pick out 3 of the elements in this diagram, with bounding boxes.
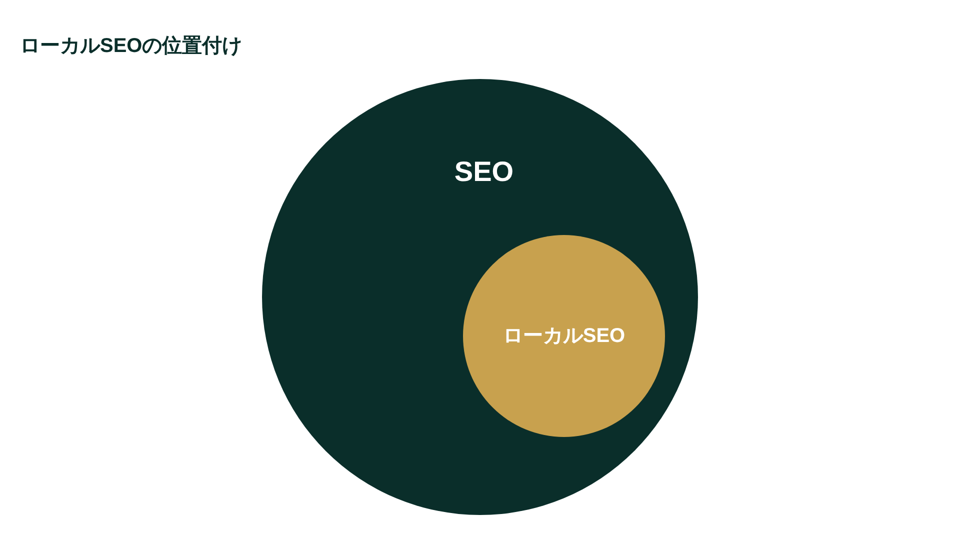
circle-label: ローカルSEO [502, 324, 626, 348]
circle-label: SEO [454, 155, 514, 189]
page-title: ローカルSEOの位置付け [20, 34, 242, 59]
